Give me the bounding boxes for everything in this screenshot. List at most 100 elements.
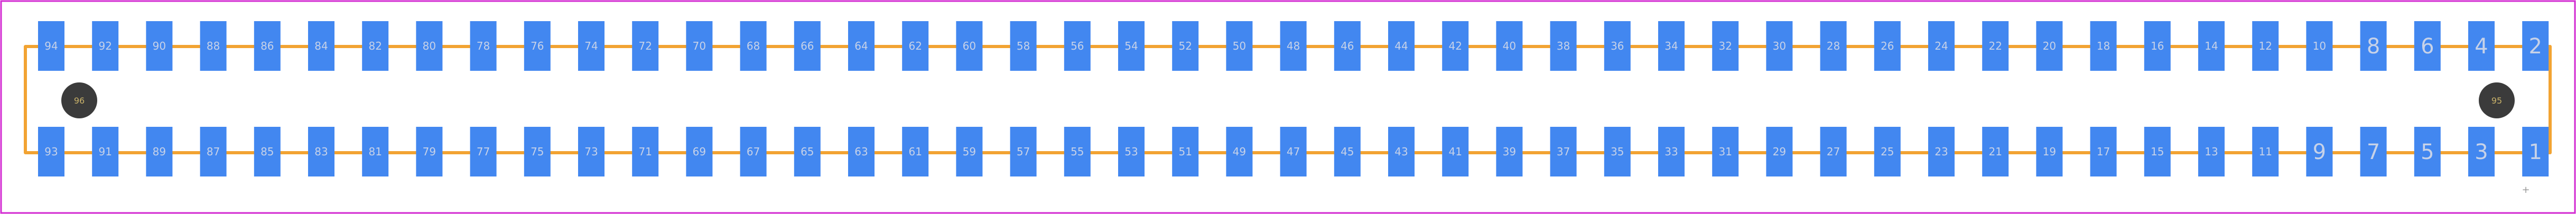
top-pad-66: 66 (794, 21, 821, 71)
bottom-pad-37: 37 (1550, 127, 1577, 176)
pad-number: 73 (584, 145, 598, 158)
pad-copper (632, 127, 659, 176)
bottom-pad-47: 47 (1280, 127, 1307, 176)
bottom-pad-11: 11 (2252, 127, 2279, 176)
pad-copper (308, 21, 334, 71)
pad-copper (2198, 127, 2225, 176)
pad-number: 78 (477, 40, 490, 52)
top-pad-38: 38 (1550, 21, 1577, 71)
pad-copper (2360, 127, 2387, 176)
top-pad-50: 50 (1226, 21, 1253, 71)
pad-copper (1982, 21, 2009, 71)
bottom-pad-69: 69 (686, 127, 713, 176)
pad-number: 59 (963, 145, 976, 158)
bottom-pad-67: 67 (740, 127, 767, 176)
top-pad-40: 40 (1496, 21, 1523, 71)
pad-copper (740, 21, 767, 71)
bottom-pad-89: 89 (146, 127, 173, 176)
top-pad-84: 84 (308, 21, 334, 71)
pad-copper (2306, 21, 2333, 71)
pad-copper (1874, 127, 1901, 176)
pad-number: 92 (98, 40, 111, 52)
pad-number: 88 (207, 40, 220, 52)
pad-copper (902, 21, 929, 71)
pad-number: 87 (207, 145, 220, 158)
bottom-pad-57: 57 (1010, 127, 1037, 176)
top-pad-94: 94 (38, 21, 64, 71)
pad-copper (1118, 127, 1145, 176)
pad-copper (2144, 127, 2171, 176)
pad-copper (848, 127, 875, 176)
bottom-pad-79: 79 (416, 127, 443, 176)
pad-number: 56 (1071, 40, 1084, 52)
pad-number: 86 (261, 40, 274, 52)
pad-copper (1118, 21, 1145, 71)
pad-number: 39 (1503, 145, 1516, 158)
pad-copper (146, 21, 173, 71)
pad-number: 57 (1017, 145, 1030, 158)
pad-copper (200, 127, 227, 176)
pad-number: 91 (98, 145, 111, 158)
pad-number: 51 (1178, 145, 1192, 158)
bottom-pad-13: 13 (2198, 127, 2225, 176)
top-pad-44: 44 (1388, 21, 1415, 71)
pad-number: 5 (2421, 140, 2434, 164)
outline-top-line (24, 45, 36, 154)
pad-number: 23 (1935, 145, 1948, 158)
pad-copper (1064, 21, 1091, 71)
top-pad-54: 54 (1118, 21, 1145, 71)
bottom-pad-59: 59 (956, 127, 983, 176)
top-pad-32: 32 (1712, 21, 1739, 71)
pad-number: 41 (1448, 145, 1462, 158)
pad-number: 19 (2043, 145, 2056, 158)
pad-number: 79 (423, 145, 436, 158)
pad-number: 12 (2258, 40, 2272, 52)
bottom-pad-7: 7 (2360, 127, 2387, 176)
bottom-pad-23: 23 (1928, 127, 1955, 176)
pad-number: 25 (1881, 145, 1894, 158)
origin-marker: + (2522, 184, 2529, 196)
hole-number: 96 (74, 96, 85, 106)
pad-number: 13 (2205, 145, 2218, 158)
pad-copper (2144, 21, 2171, 71)
pad-number: 6 (2421, 34, 2434, 59)
pad-number: 2 (2528, 34, 2542, 59)
top-pad-42: 42 (1442, 21, 1469, 71)
top-pad-36: 36 (1604, 21, 1631, 71)
pad-copper (2090, 21, 2117, 71)
top-pad-60: 60 (956, 21, 983, 71)
hole-number: 95 (2491, 96, 2502, 106)
pad-copper (1982, 127, 2009, 176)
pad-copper (686, 21, 713, 71)
pad-number: 40 (1503, 40, 1516, 52)
pad-copper (1658, 127, 1685, 176)
pad-copper (578, 127, 605, 176)
pad-number: 10 (2313, 40, 2326, 52)
pad-copper (470, 21, 497, 71)
mounting-hole-96: 96 (61, 82, 97, 118)
pad-number: 34 (1664, 40, 1678, 52)
pad-number: 43 (1394, 145, 1408, 158)
bottom-pad-1: 1 (2522, 127, 2549, 176)
pad-number: 22 (1988, 40, 2002, 52)
pad-copper (956, 127, 983, 176)
pad-number: 81 (368, 145, 382, 158)
bottom-pad-15: 15 (2144, 127, 2171, 176)
pad-copper (362, 127, 389, 176)
pad-number: 77 (477, 145, 490, 158)
pad-copper (524, 21, 551, 71)
pad-number: 74 (584, 40, 598, 52)
pad-number: 65 (801, 145, 814, 158)
top-pad-30: 30 (1766, 21, 1793, 71)
pad-number: 93 (44, 145, 58, 158)
pad-copper (1388, 127, 1415, 176)
bottom-pad-63: 63 (848, 127, 875, 176)
pad-copper (1766, 21, 1793, 71)
bottom-pad-71: 71 (632, 127, 659, 176)
bottom-pad-51: 51 (1172, 127, 1199, 176)
pad-number: 75 (531, 145, 544, 158)
pad-copper (2468, 21, 2495, 71)
bottom-pad-93: 93 (38, 127, 64, 176)
bottom-pad-17: 17 (2090, 127, 2117, 176)
